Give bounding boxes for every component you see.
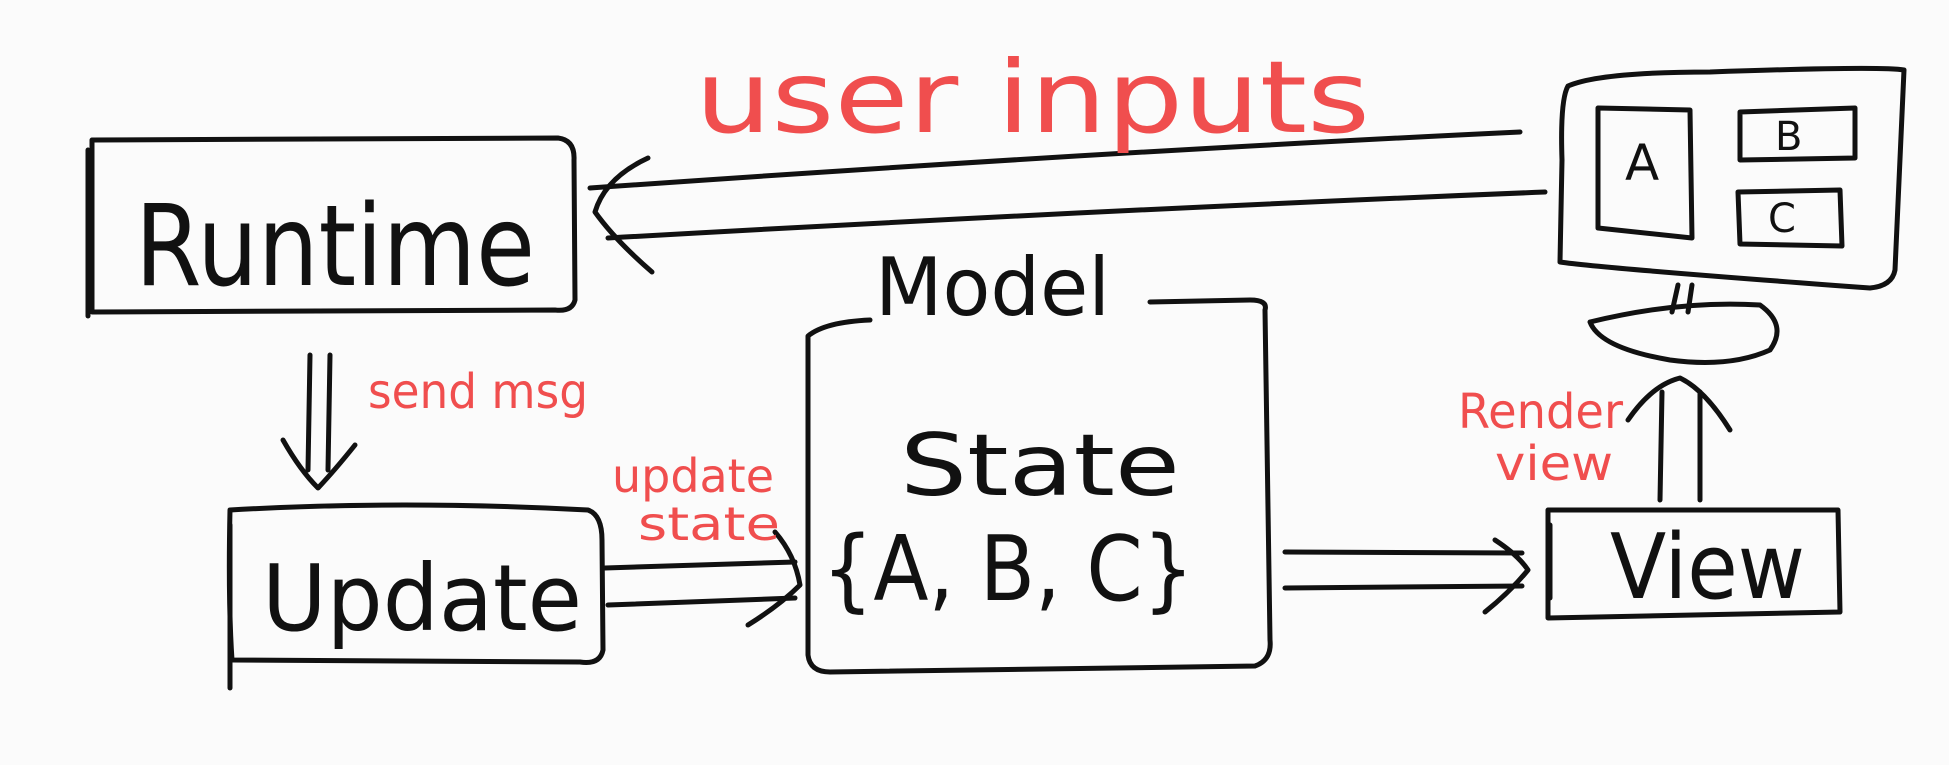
monitor-base — [1587, 301, 1780, 365]
render-view-arrow: Render view — [1458, 375, 1733, 503]
update-node: Update — [226, 502, 606, 691]
update-label: Update — [262, 545, 582, 652]
user-inputs-arrowhead — [592, 155, 655, 275]
panel-c-label: C — [1768, 196, 1796, 242]
panel-c-box — [1735, 187, 1845, 249]
update-state-label-line2: state — [638, 497, 780, 551]
update-state-arrow: update state — [602, 449, 803, 628]
update-state-arrowhead — [745, 529, 803, 628]
panel-a-label: A — [1625, 134, 1659, 192]
render-view-label-line2: view — [1495, 436, 1613, 492]
model-node: Model State {A, B, C} — [805, 241, 1273, 675]
view-node: View — [1545, 507, 1843, 621]
model-title: Model — [875, 241, 1110, 334]
model-state-label: State — [900, 416, 1180, 516]
send-msg-arrowhead — [280, 437, 358, 491]
monitor-frame — [1557, 65, 1907, 291]
model-to-view-arrowhead — [1482, 537, 1531, 615]
render-view-arrowhead — [1625, 375, 1733, 433]
model-state-values: {A, B, C} — [822, 517, 1194, 622]
send-msg-arrow: send msg — [280, 352, 588, 491]
render-view-label-line1: Render — [1458, 384, 1623, 440]
screen-monitor: A B C — [1557, 65, 1907, 365]
view-label: View — [1610, 515, 1805, 620]
panel-b-label: B — [1775, 114, 1802, 160]
panel-a-box — [1595, 105, 1695, 241]
panel-b-box — [1737, 105, 1858, 163]
user-inputs-label: user inputs — [695, 39, 1370, 156]
model-to-view-arrow — [1282, 537, 1531, 615]
update-state-label-line1: update — [612, 449, 774, 503]
user-inputs-arrow: user inputs — [587, 39, 1548, 275]
runtime-node: Runtime — [85, 135, 578, 319]
runtime-box — [89, 135, 578, 315]
runtime-label: Runtime — [135, 182, 535, 312]
model-box — [805, 297, 1273, 675]
send-msg-label: send msg — [368, 364, 588, 420]
